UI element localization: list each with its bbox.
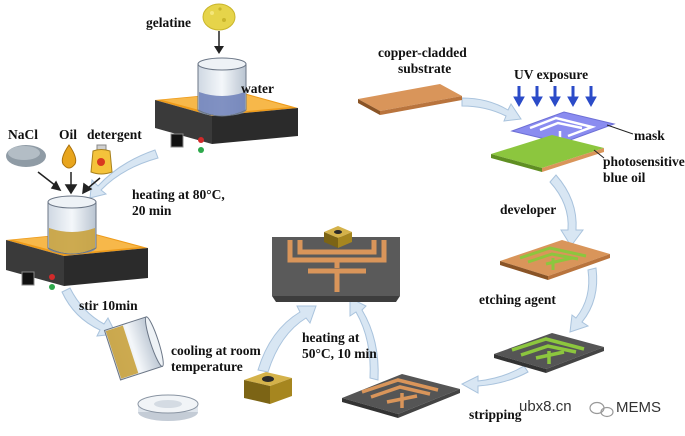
arrow-stir-to-mold	[61, 287, 117, 337]
gelatine-blob	[202, 3, 236, 54]
label-gelatine: gelatine	[146, 15, 191, 30]
nacl-powder-icon	[6, 145, 46, 167]
label-heating-50-line2: 50°C, 10 min	[302, 346, 377, 361]
uv-arrows	[513, 86, 597, 108]
oil-drop-icon	[61, 144, 77, 169]
label-mask: mask	[634, 128, 665, 143]
pouring-beaker	[103, 316, 164, 381]
arrow-developed-to-etched	[569, 267, 598, 333]
label-nacl: NaCl	[8, 127, 38, 142]
label-heating-50-line1: heating at	[302, 330, 360, 345]
green-oil-board	[491, 135, 604, 172]
label-copper-line2: substrate	[398, 61, 452, 76]
label-stripping: stripping	[469, 407, 522, 422]
label-oil: Oil	[59, 127, 78, 142]
label-heating-80-line1: heating at 80°C,	[132, 187, 225, 202]
beaker-top	[197, 57, 247, 117]
arrow-substrate-to-mask	[461, 97, 522, 122]
final-circuit-board	[272, 226, 400, 302]
watermark-site: ubx8.cn	[519, 398, 572, 415]
arrow-cooling-to-heating	[257, 305, 317, 373]
etched-board	[494, 333, 604, 373]
label-detergent: detergent	[87, 127, 142, 142]
copper-substrate	[358, 84, 462, 115]
detergent-bottle-icon	[90, 144, 113, 175]
watermark-account: MEMS	[616, 399, 661, 416]
beaker-left	[47, 195, 97, 255]
label-cooling-line1: cooling at room	[171, 343, 261, 358]
reagent-arrows	[37, 171, 101, 195]
arrow-hotplate-to-beaker	[89, 149, 159, 199]
label-developer: developer	[500, 202, 557, 217]
label-stir: stir 10min	[79, 298, 138, 313]
label-uv-exposure: UV exposure	[514, 67, 589, 82]
label-etching-agent: etching agent	[479, 292, 556, 307]
arrow-etched-to-stripping	[460, 365, 529, 394]
developed-board	[500, 240, 610, 280]
label-cooling-line2: temperature	[171, 359, 243, 374]
wechat-icon	[589, 401, 614, 418]
label-water: water	[241, 81, 274, 96]
stripped-board	[342, 374, 460, 418]
label-heating-80-line2: 20 min	[132, 203, 172, 218]
gelatine-mold	[244, 372, 292, 404]
label-photosensitive-line1: photosensitive	[603, 154, 685, 169]
petri-dish	[137, 394, 199, 421]
arrow-mask-to-developed	[549, 174, 584, 247]
label-copper-line1: copper-cladded	[378, 45, 467, 60]
label-photosensitive-line2: blue oil	[603, 170, 646, 185]
